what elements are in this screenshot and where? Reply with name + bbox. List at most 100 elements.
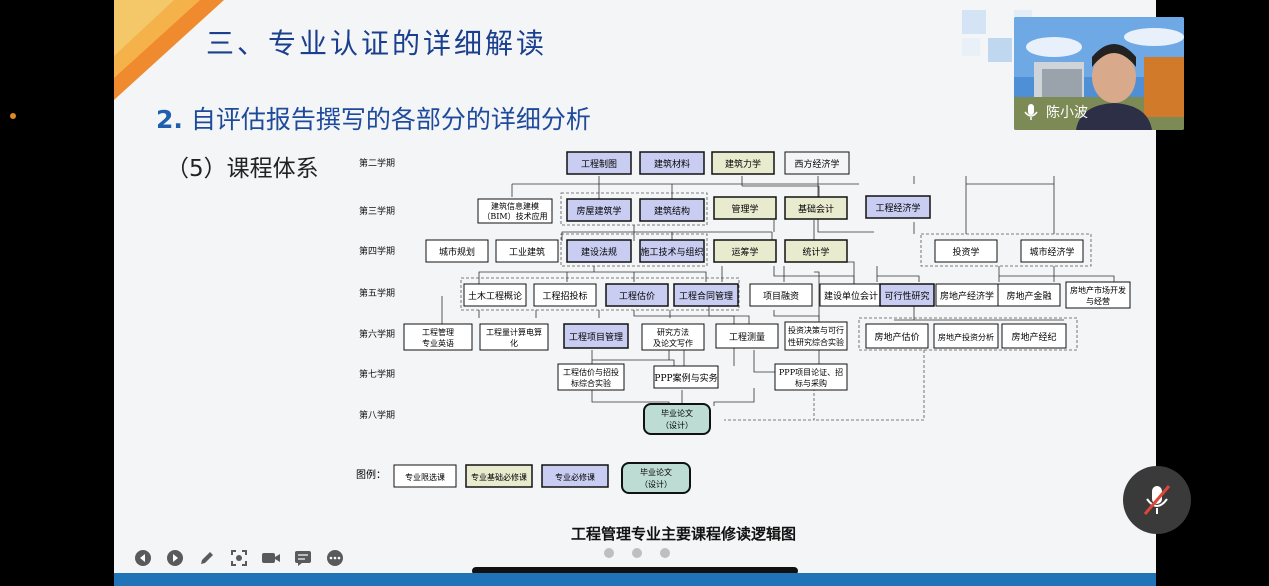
scrollbar[interactable] — [472, 567, 798, 575]
page-dot[interactable] — [660, 548, 670, 558]
course-box — [425, 239, 489, 263]
semester-label: 第七学期 — [359, 368, 395, 380]
course-label: 城市经济学 — [1029, 246, 1074, 258]
presentation-slide: 三、专业认证的详细解读 2. 自评估报告撰写的各部分的详细分析 （5）课程体系 … — [114, 0, 1156, 586]
corner-decoration — [114, 0, 224, 100]
course-box — [713, 239, 777, 263]
course-box — [784, 321, 848, 351]
course-label: 基础会计 — [798, 203, 834, 215]
course-label: 建筑信息建模 — [491, 201, 539, 211]
course-label: 可行性研究 — [884, 290, 929, 302]
course-box — [653, 365, 719, 389]
course-label: 房地产市场开发 — [1070, 285, 1126, 295]
course-label: 工程招投标 — [542, 290, 587, 302]
legend-text: （设计） — [640, 479, 672, 489]
course-box — [784, 196, 848, 220]
course-label: 工业建筑 — [509, 246, 545, 258]
speaker-name: 陈小波 — [1046, 105, 1088, 121]
course-label: 土木工程概论 — [468, 290, 522, 302]
course-label: 建设单位会计 — [824, 290, 878, 302]
legend-swatch-foundation — [465, 464, 533, 488]
pen-icon[interactable] — [196, 547, 218, 569]
semester-label: 第二学期 — [359, 157, 395, 169]
course-box — [566, 151, 632, 175]
semester-label: 第六学期 — [359, 328, 395, 340]
next-icon[interactable] — [164, 547, 186, 569]
course-box — [641, 323, 705, 351]
course-box — [784, 239, 848, 263]
row-semester-6: 工程管理 专业英语 工程量计算电算 化 工程项目管理 研究方法 及论文写作 工程… — [403, 321, 1067, 351]
course-label: 房地产金融 — [1006, 290, 1051, 302]
speaker-video-frame — [1014, 17, 1184, 130]
course-label: 建筑结构 — [654, 205, 690, 217]
course-label: 建筑力学 — [725, 158, 761, 170]
course-label: 工程管理 — [422, 327, 454, 337]
course-box — [715, 323, 779, 349]
course-label: 投资决策与可行 — [788, 325, 844, 335]
course-box — [403, 323, 473, 351]
course-box — [774, 363, 848, 391]
page-dot[interactable] — [604, 548, 614, 558]
presenter-toolbar — [132, 547, 346, 569]
course-label: 工程估价 — [619, 290, 655, 302]
course-label: 城市规划 — [439, 246, 475, 258]
legend-text: 专业基础必修课 — [471, 472, 527, 482]
course-box — [933, 323, 999, 349]
slide-subtitle: 2. 自评估报告撰写的各部分的详细分析 — [156, 100, 591, 136]
course-label: 专业英语 — [422, 338, 454, 348]
course-box — [477, 198, 553, 224]
course-box — [673, 283, 739, 307]
course-label: 工程量计算电算 — [486, 327, 542, 337]
course-label: PPP项目论证、招 — [779, 367, 843, 377]
course-label: 毕业论文 — [661, 408, 693, 418]
course-box — [605, 283, 669, 307]
course-label: 统计学 — [802, 246, 829, 258]
row-semester-7: 工程估价与招投 标综合实验 PPP案例与实务 PPP项目论证、招 标与采购 — [557, 363, 848, 391]
course-box — [533, 283, 597, 307]
prev-icon[interactable] — [132, 547, 154, 569]
course-box — [713, 196, 777, 220]
course-label: 性研究综合实验 — [788, 337, 844, 347]
course-box — [495, 239, 559, 263]
course-label: 施工技术与组织 — [640, 246, 703, 258]
legend-text: 专业必修课 — [555, 472, 595, 482]
course-box — [479, 323, 549, 351]
course-label: 工程估价与招投 — [563, 367, 619, 377]
more-icon[interactable] — [324, 547, 346, 569]
mute-button[interactable] — [1123, 466, 1191, 534]
course-box — [749, 283, 813, 307]
course-label: （设计） — [661, 420, 693, 430]
course-box — [1020, 239, 1084, 263]
legend-swatch-required — [541, 464, 609, 488]
course-label: 房地产估价 — [874, 331, 919, 343]
section-heading: （5）课程体系 — [166, 156, 319, 182]
course-label: 与经营 — [1086, 296, 1110, 306]
course-label: 工程制图 — [581, 158, 617, 170]
course-box — [997, 283, 1061, 307]
course-box — [865, 323, 929, 349]
diagram-caption: 工程管理专业主要课程修读逻辑图 — [571, 525, 797, 543]
legend-swatch-elective — [393, 464, 457, 488]
thesis-box — [643, 403, 711, 435]
course-box — [566, 239, 632, 263]
semester-label: 第五学期 — [359, 287, 395, 299]
screenshot-icon[interactable] — [228, 547, 250, 569]
course-label: 建筑材料 — [654, 158, 690, 170]
side-indicator-dot — [10, 113, 16, 119]
page-dot[interactable] — [632, 548, 642, 558]
course-label: 及论文写作 — [653, 338, 693, 348]
course-label: 房屋建筑学 — [576, 205, 621, 217]
speaker-video[interactable]: 陈小波 — [1014, 17, 1184, 130]
course-box — [1065, 281, 1131, 309]
course-box — [563, 323, 629, 349]
row-semester-5: 土木工程概论 工程招投标 工程估价 工程合同管理 项目融资 建设单位会计 可行性… — [463, 281, 1131, 309]
page-indicator — [604, 548, 670, 558]
comment-icon[interactable] — [292, 547, 314, 569]
mic-muted-icon — [1143, 485, 1171, 515]
semester-label: 第四学期 — [359, 245, 395, 257]
course-label: 运筹学 — [731, 246, 758, 258]
course-box — [784, 151, 850, 175]
camera-icon[interactable] — [260, 547, 282, 569]
mic-icon — [1024, 104, 1038, 120]
row-semester-4: 城市规划 工业建筑 建设法规 施工技术与组织 运筹学 统计学 投资学 城市经济学 — [425, 239, 1084, 263]
